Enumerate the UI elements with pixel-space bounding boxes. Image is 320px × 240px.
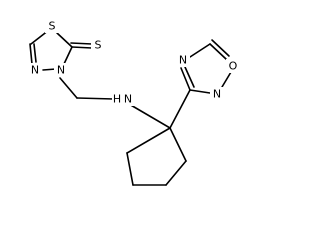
atom-n-amine: N	[124, 93, 132, 106]
bond-c2-s-b	[70, 42, 93, 45]
bond-cq-c3	[169, 89, 191, 129]
bond-n4-c5-b	[29, 43, 33, 65]
bond-c5-o1-b	[211, 39, 230, 57]
bond-cp5	[126, 127, 171, 154]
structure-diagram: S S N N H N N O N	[28, 19, 240, 186]
bond-n3-n4	[42, 68, 57, 71]
atom-n-oxadiazole-2: N	[213, 88, 221, 101]
atom-labels: S S N N H N N O N	[28, 19, 240, 106]
bond-c5-o1-a	[209, 43, 227, 60]
bond-cp1	[169, 127, 187, 162]
bond-c2-n3	[63, 46, 73, 65]
bond-c3-n4-a	[180, 67, 191, 91]
bond-cp4	[126, 152, 134, 186]
atom-n-oxadiazole-4: N	[179, 54, 187, 67]
bond-c3-n4-b	[184, 66, 195, 88]
bond-nh-cq	[128, 103, 171, 129]
bond-c2-s-a	[71, 46, 93, 49]
structure-canvas: S S N N H N N O N	[28, 19, 240, 186]
bond-s1-c2	[56, 32, 73, 48]
atom-s-ring: S	[49, 20, 56, 33]
bonds	[29, 29, 232, 186]
atom-n-thiadiazole-3: N	[57, 64, 65, 77]
bond-ch2-nh	[76, 97, 115, 100]
bond-n4-c5	[189, 43, 211, 58]
bond-n3-ch2	[59, 77, 78, 99]
atom-h-amine: H	[113, 93, 121, 106]
atom-o-oxadiazole: O	[229, 60, 238, 73]
bond-o1-n2	[221, 71, 232, 88]
atom-s-thione: S	[95, 39, 102, 52]
atom-n-thiadiazole-4: N	[31, 64, 39, 77]
bond-cp2	[165, 160, 187, 186]
bond-n2-c3	[189, 89, 211, 94]
bond-n4-c5-a	[33, 43, 37, 63]
